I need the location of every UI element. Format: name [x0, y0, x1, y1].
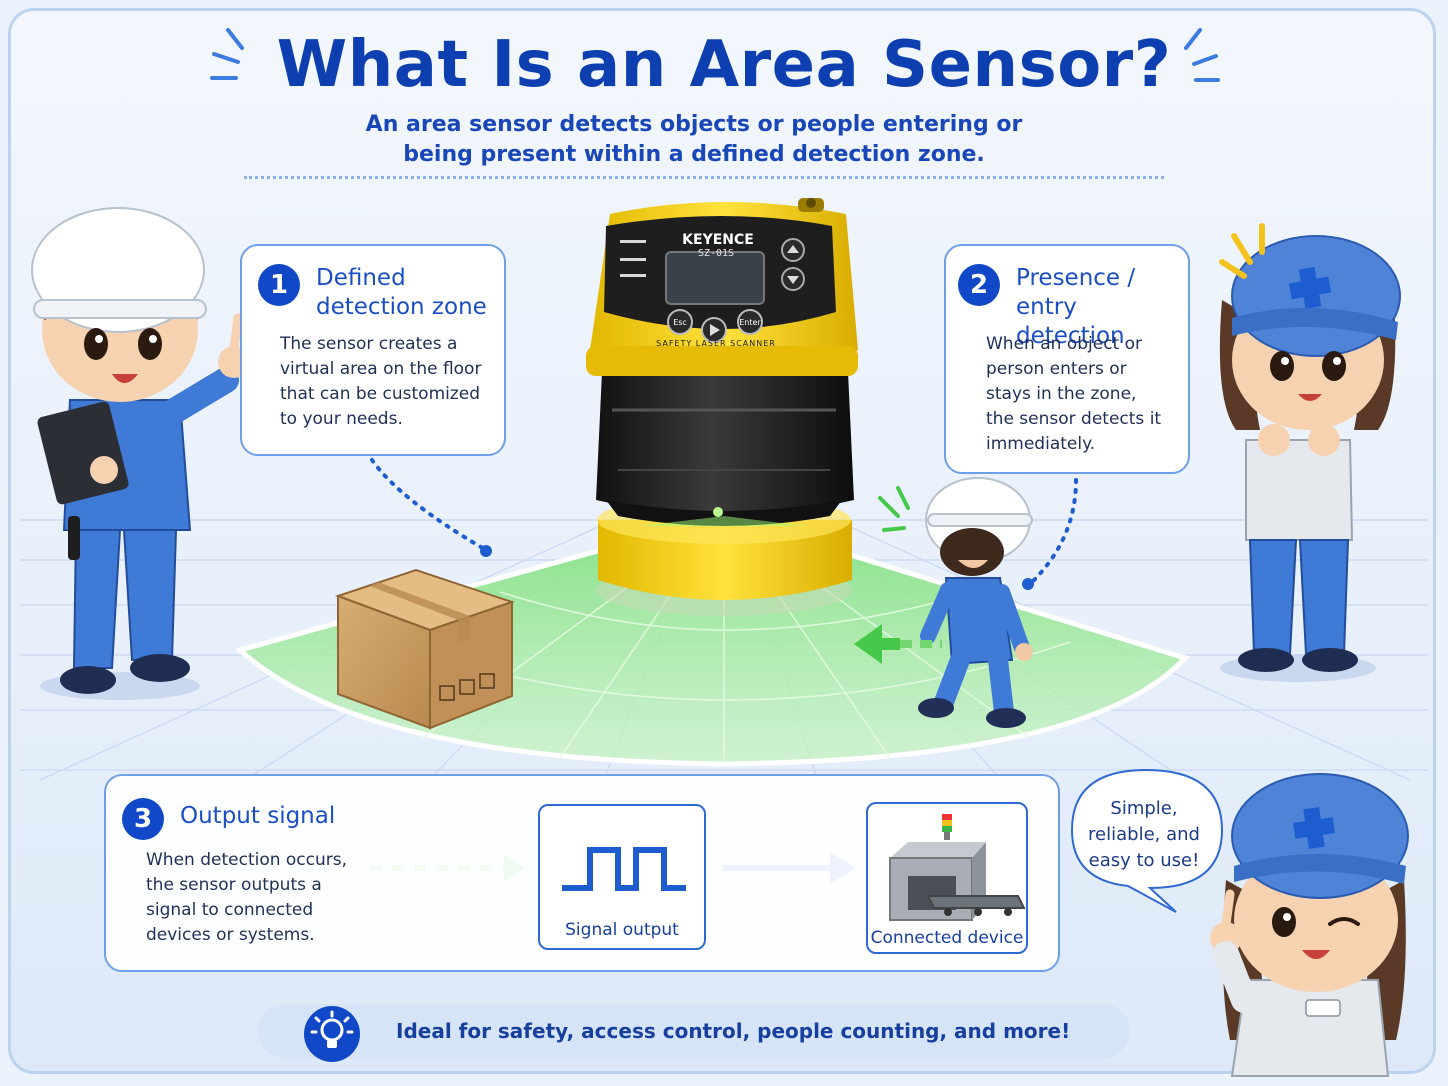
card1-body-line: virtual area on the floor: [280, 359, 482, 379]
step-number-1: 1: [258, 264, 300, 306]
walking-worker: [878, 477, 1033, 728]
card2-body-line: immediately.: [986, 434, 1096, 454]
sensor-esc-label: Esc: [673, 318, 687, 327]
card1-leader-line: [370, 458, 488, 552]
right-worker-character: [1219, 223, 1401, 682]
winking-worker-character: [1070, 768, 1409, 1077]
card1-body: The sensor creates a virtual area on the…: [280, 332, 481, 432]
sensor-band-text: SAFETY LASER SCANNER: [656, 339, 776, 348]
card1-body-line: that can be customized: [280, 384, 481, 404]
card1-title: Defined detection zone: [316, 264, 487, 322]
step-number-2: 2: [958, 264, 1000, 306]
card1-body-line: The sensor creates a: [280, 334, 458, 354]
left-worker-character: [31, 207, 250, 700]
card3-body-line: signal to connected: [146, 900, 314, 920]
card3-body: When detection occurs, the sensor output…: [146, 848, 347, 948]
title-sparkles: [210, 28, 1220, 82]
card-defined-detection-zone: 1 Defined detection zone The sensor crea…: [240, 244, 506, 456]
card3-body-line: When detection occurs,: [146, 850, 348, 870]
lightbulb-icon: [304, 1006, 360, 1062]
entry-arrow-icon: [854, 624, 942, 664]
signal-output-card: Signal output: [538, 804, 706, 950]
card2-body-line: When an object or: [986, 334, 1142, 354]
card2-body-line: person enters or: [986, 359, 1127, 379]
conveyor-machine-icon: [889, 814, 1026, 921]
speech-bubble-line: reliable, and: [1088, 824, 1200, 845]
card1-title-line-1: Defined: [316, 265, 406, 291]
speech-bubble-line: Simple,: [1110, 798, 1178, 819]
card3-body-line: the sensor outputs a: [146, 875, 322, 895]
speech-bubble-text: Simple, reliable, and easy to use!: [1076, 796, 1212, 874]
speech-bubble-line: easy to use!: [1088, 850, 1200, 871]
card-presence-entry-detection: 2 Presence / entry detection When an obj…: [944, 244, 1190, 474]
cardboard-box: [334, 568, 516, 730]
area-sensor: KEYENCE SZ-01S Esc Enter SAFETY LASER SC…: [586, 198, 858, 616]
subtitle-line-2: being present within a defined detection…: [403, 142, 985, 167]
connected-device-card: Connected device: [866, 802, 1028, 954]
page-title: What Is an Area Sensor?: [276, 28, 1172, 102]
card3-body-line: devices or systems.: [146, 925, 315, 945]
title-divider: [244, 176, 1164, 179]
square-wave-icon: [562, 847, 686, 891]
card2-title-line-2: entry detection: [1016, 294, 1125, 349]
page-subtitle: An area sensor detects objects or people…: [0, 110, 1388, 170]
card3-title: Output signal: [180, 803, 336, 829]
card1-title-line-2: detection zone: [316, 294, 487, 320]
card2-body-line: stays in the zone,: [986, 384, 1137, 404]
card2-leader-line: [1028, 478, 1078, 586]
lightbulb-glyph: [310, 1010, 354, 1048]
connected-device-label: Connected device: [870, 928, 1024, 948]
step-number-3: 3: [122, 798, 164, 840]
sensor-brand: KEYENCE: [682, 232, 754, 248]
card2-body: When an object or person enters or stays…: [986, 332, 1161, 457]
card2-title-line-1: Presence /: [1016, 265, 1136, 291]
sensor-model: SZ-01S: [698, 248, 734, 259]
sensor-enter-label: Enter: [739, 318, 761, 327]
card2-body-line: the sensor detects it: [986, 409, 1162, 429]
footer-text: Ideal for safety, access control, people…: [396, 1019, 1071, 1043]
signal-output-label: Signal output: [565, 920, 679, 940]
subtitle-line-1: An area sensor detects objects or people…: [365, 112, 1023, 137]
card2-title: Presence / entry detection: [1016, 264, 1188, 351]
card1-body-line: to your needs.: [280, 409, 403, 429]
footer-bar: [258, 1004, 1130, 1058]
